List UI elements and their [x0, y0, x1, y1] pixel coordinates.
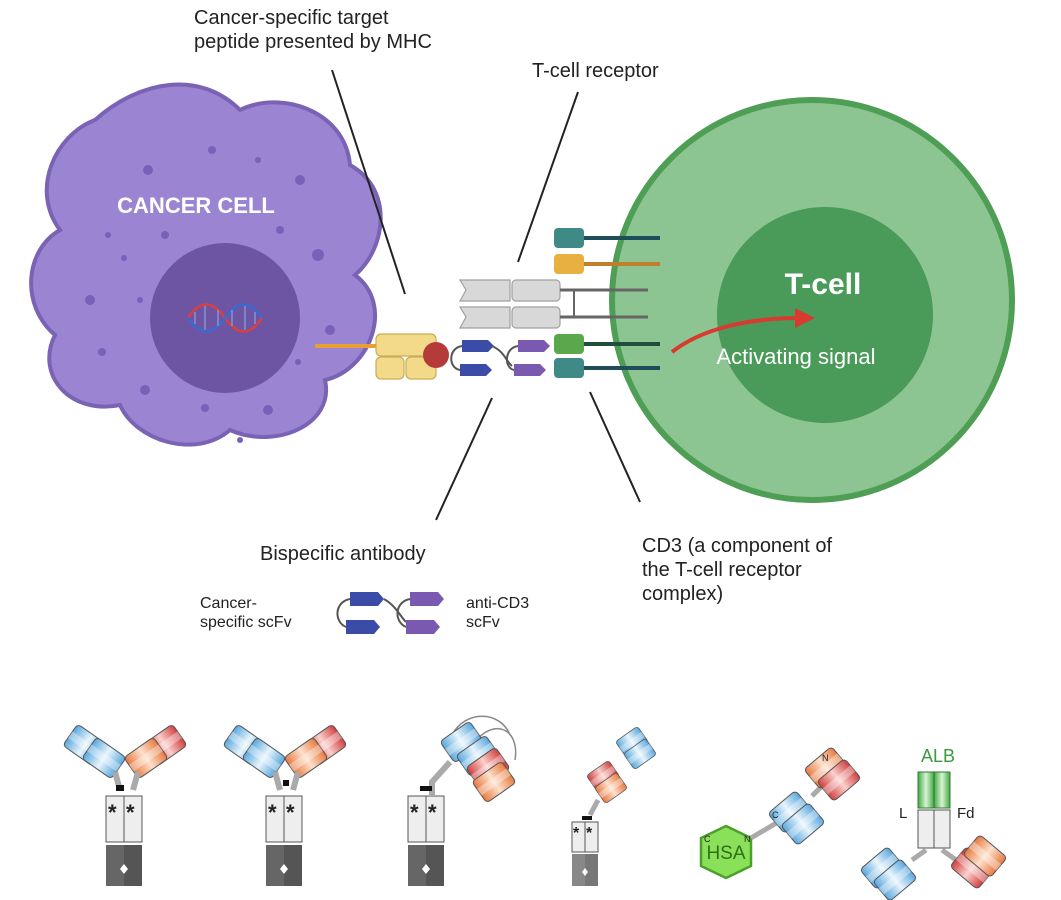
t-cell-nucleus: [717, 207, 933, 423]
cd3-leader-line: [589, 391, 641, 503]
light-chain-label: L: [899, 805, 907, 822]
anti-cd3-scfv-label: anti-CD3 scFv: [466, 595, 534, 631]
tcr-leader-line: [517, 91, 579, 263]
svg-text:C: C: [772, 810, 779, 820]
cd3-teal-top: [554, 228, 584, 248]
svg-text:*: *: [108, 800, 117, 825]
mhc-complex: [315, 333, 449, 380]
tcr-label: T-cell receptor: [532, 60, 659, 82]
t-cell-title: T-cell: [785, 268, 862, 301]
alb-label: ALB: [921, 746, 955, 766]
svg-text:*: *: [286, 800, 295, 825]
format-tandem-small: * *: [571, 725, 658, 886]
mhc-leader-line: [331, 69, 406, 295]
signal-arrow: [670, 316, 801, 354]
svg-text:HSA: HSA: [706, 843, 745, 864]
t-cell: T-cell Activating signal: [609, 97, 1015, 503]
format-igg-bispecific-1: * *: [62, 723, 188, 886]
svg-text:N: N: [822, 753, 829, 763]
format-scfv-fc: * *: [407, 715, 517, 886]
svg-text:*: *: [586, 825, 593, 842]
tcr-complex: [458, 228, 660, 378]
format-alb-fab: ALB L Fd: [859, 746, 1008, 900]
svg-text:*: *: [573, 825, 580, 842]
signal-arrowhead-icon: [795, 308, 815, 328]
cancer-scfv-label: Cancer- specific scFv: [200, 595, 292, 631]
format-hsa-fusion: HSA C N C N: [699, 745, 862, 880]
svg-text:N: N: [744, 834, 751, 844]
bispecific-label: Bispecific antibody: [260, 543, 426, 565]
svg-text:*: *: [410, 800, 419, 825]
cancer-cell-title: CANCER CELL: [117, 193, 275, 218]
cancer-cell: CANCER CELL: [29, 82, 383, 447]
svg-text:C: C: [704, 834, 711, 844]
svg-text:*: *: [126, 800, 135, 825]
svg-text:*: *: [268, 800, 277, 825]
mhc-label: Cancer-specific target peptide presented…: [194, 7, 432, 53]
activating-signal-label: Activating signal: [717, 344, 876, 369]
cytoplasm-granules: [85, 146, 335, 443]
format-igg-bispecific-2: * *: [222, 723, 348, 886]
bispecific-antibody-bound: [450, 340, 550, 376]
cd3-orange: [554, 254, 584, 274]
fd-label: Fd: [957, 805, 975, 822]
dna-icon: [186, 303, 264, 333]
svg-text:*: *: [428, 800, 437, 825]
bispecific-legend: [336, 592, 444, 634]
cd3-teal-bottom: [554, 358, 584, 378]
peptide: [423, 342, 449, 368]
cd3-green: [554, 334, 584, 354]
bispecific-leader-line: [435, 397, 493, 521]
cd3-label: CD3 (a component of the T-cell receptor …: [642, 535, 838, 605]
